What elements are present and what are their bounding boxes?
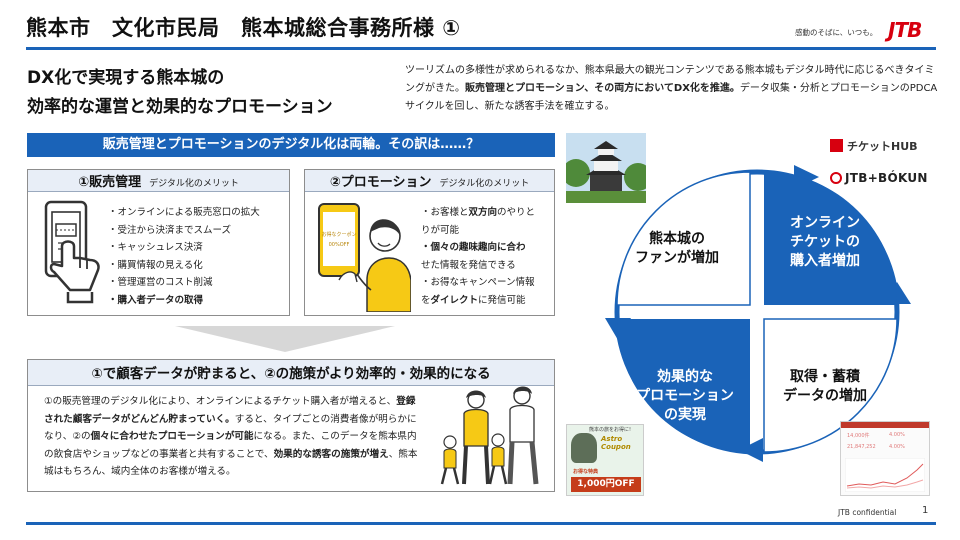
page-number: 1 — [922, 505, 929, 516]
list-item: ・購買情報の見える化 — [108, 259, 203, 271]
card-title: ②プロモーション — [329, 175, 432, 190]
list-item: ・購入者データの取得 — [108, 294, 204, 306]
list-item: をダイレクトに発信可能 — [421, 294, 526, 306]
tagline: 感動のそばに、いつも。 — [795, 28, 878, 37]
card-title: ①販売管理 — [78, 175, 142, 190]
kumamoto-castle-photo — [566, 133, 646, 203]
list-item: ・個々の趣味趣向に合わ — [421, 242, 526, 254]
cycle-label-fans: 熊本城の ファンが増加 — [635, 231, 719, 266]
list-item: ・管理運営のコスト削減 — [108, 277, 213, 289]
section-banner: 販売管理とプロモーションのデジタル化は両輪。その訳は……？ — [27, 133, 555, 157]
coupon-header: 熊本の旅をお得に! — [589, 427, 632, 433]
down-arrow-icon — [175, 326, 395, 352]
ticket-hub-logo: チケットHUB — [830, 138, 918, 154]
svg-text:00%OFF: 00%OFF — [329, 242, 350, 248]
header-rule — [26, 47, 936, 50]
promotion-card: ②プロモーションデジタル化のメリット お得なクーポン 00%OFF ・お客様と双… — [304, 169, 555, 316]
intro-paragraph: ツーリズムの多様性が求められるなか、熊本県最大の観光コンテンツである熊本城もデジ… — [405, 62, 940, 116]
coupon-brand: Astro Coupon — [601, 435, 631, 451]
result-box-header: ①で顧客データが貯まると、②の施策がより効率的・効果的になる — [28, 360, 554, 386]
footer-rule — [26, 522, 936, 525]
cycle-segment-promotion — [617, 319, 750, 452]
card-header: ②プロモーションデジタル化のメリット — [305, 170, 554, 192]
jtb-bokun-logo: JTB+BÓKUN — [830, 171, 928, 185]
card-subtitle: デジタル化のメリット — [439, 179, 530, 189]
header: 熊本市 文化市民局 熊本城総合事務所様 ① 感動のそばに、いつも。 JTB — [0, 0, 960, 50]
cycle-arrow-icon — [739, 438, 763, 462]
intro-part-1: ツーリズムの多様性が求められるなか、熊本県最大の観光コンテンツである熊本城もデジ… — [405, 65, 935, 94]
svg-text:お得なクーポン: お得なクーポン — [321, 231, 356, 238]
cycle-label-data: 取得・蓄積 データの増加 — [783, 369, 867, 404]
dashboard-titlebar — [841, 422, 929, 428]
person-with-phone-illustration: お得なクーポン 00%OFF — [318, 203, 411, 312]
lead-heading: DX化で実現する熊本城の 効率的な運営と効果的なプロモーション — [27, 64, 333, 122]
list-item: せた情報を発信できる — [421, 259, 516, 271]
page-title: 熊本市 文化市民局 熊本城総合事務所様 ① — [26, 16, 461, 40]
list-item: りが可能 — [421, 224, 460, 236]
dashboard-metric: 14,000件 — [847, 433, 870, 439]
dashboard-metric: 21,847,252 — [847, 444, 876, 450]
cycle-label-buyers: オンライン チケットの 購入者増加 — [790, 215, 860, 269]
dashboard-thumbnail: 14,000件 4.00% 21,847,252 4.00% — [840, 421, 930, 496]
coupon-offer: 1,000円OFF — [571, 477, 641, 492]
phone-hand-icon — [44, 200, 100, 304]
dashboard-chart — [845, 458, 925, 492]
list-item: ・オンラインによる販売窓口の拡大 — [108, 207, 260, 218]
family-illustration — [440, 386, 539, 485]
card-header: ①販売管理デジタル化のメリット — [28, 170, 289, 192]
cycle-label-promotion: 効果的な プロモーション の実現 — [636, 369, 734, 423]
list-item: ・お客様と双方向のやりと — [421, 207, 536, 218]
dashboard-metric: 4.00% — [889, 432, 905, 438]
lead-line-1: DX化で実現する熊本城の — [27, 68, 225, 88]
mascot-icon — [571, 433, 597, 463]
dashboard-metric: 4.00% — [889, 444, 905, 450]
lead-line-2: 効率的な運営と効果的なプロモーション — [27, 97, 333, 117]
list-item: ・キャッシュレス決済 — [108, 242, 203, 254]
coupon-image: 熊本の旅をお得に! Astro Coupon お得な特典 1,000円OFF — [566, 424, 644, 496]
result-box-title: ①で顧客データが貯まると、②の施策がより効率的・効果的になる — [91, 366, 491, 382]
confidential-label: JTB confidential — [838, 508, 897, 517]
list-item: ・お得なキャンペーン情報 — [421, 277, 535, 289]
sales-management-card: ①販売管理デジタル化のメリット ・オンラインによる販売窓口の拡大 ・受注から決済… — [27, 169, 290, 316]
cycle-diagram — [605, 165, 911, 462]
cycle-segment-fans — [616, 171, 751, 306]
jtb-logo: JTB — [888, 18, 922, 42]
cycle-segment-data — [763, 318, 898, 453]
coupon-badge: お得な特典 — [573, 469, 599, 475]
list-item: ・受注から決済までスムーズ — [108, 224, 232, 236]
card-subtitle: デジタル化のメリット — [149, 179, 239, 189]
intro-part-3: データ収集・分析とプロモーションのPDCAサイクルを回し、新たな誘客手法を確立す… — [405, 83, 938, 112]
result-paragraph: ①の販売管理のデジタル化により、オンラインによるチケット購入者が増えると、登録さ… — [44, 396, 418, 478]
cycle-segment-buyers — [764, 172, 897, 305]
intro-part-2: 販売管理とプロモーション、その両方においてDX化を推進。 — [465, 83, 740, 94]
card-bullet-list: ・オンラインによる販売窓口の拡大 ・受注から決済までスムーズ ・キャッシュレス決… — [108, 204, 260, 310]
card-bullet-list: ・お客様と双方向のやりと りが可能 ・個々の趣味趣向に合わ せた情報を発信できる… — [421, 204, 535, 310]
